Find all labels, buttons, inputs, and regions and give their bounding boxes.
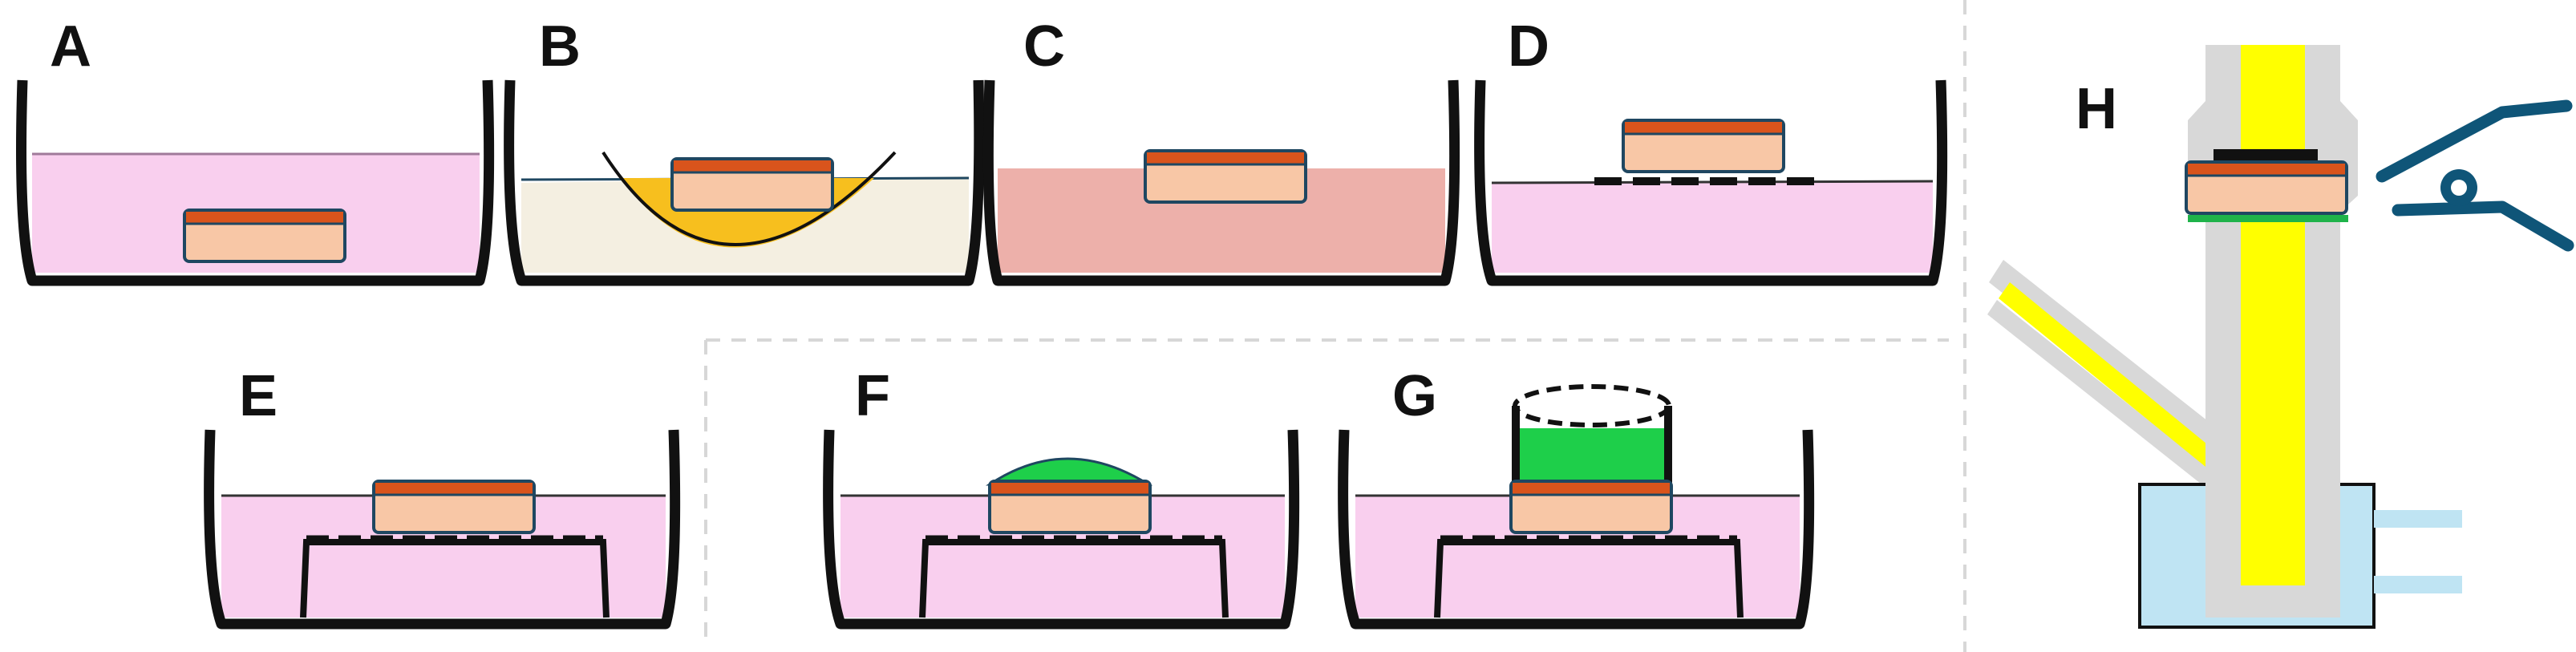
panel-label-c: C [1023,14,1065,79]
brain-slice [670,157,834,212]
panel-label-h: H [2076,77,2117,141]
clamp-icon [2376,99,2574,252]
culture-dish [504,79,985,286]
brain-slice [2185,160,2348,215]
panel-label-d: D [1508,14,1549,79]
culture-dish [982,79,1460,286]
panel-label-g: G [1392,364,1437,428]
culture-dish [16,79,495,286]
panel-d: D [1474,14,1948,286]
brain-slice [183,209,346,263]
panel-h: H [1987,45,2574,629]
medium [1355,496,1800,618]
outlet-port [2374,510,2462,528]
agarose-outline [601,151,897,246]
weight [2213,149,2318,160]
panel-c: C [982,14,1460,286]
cylinder-top [1513,384,1671,427]
culture-dish [1338,429,1815,630]
panel-label-b: B [539,14,581,79]
panel-label-e: E [239,364,277,428]
culture-dish [1474,79,1948,286]
panel-f: F [823,364,1300,630]
culture-dish [204,429,681,630]
medium [1492,181,1933,273]
light-path [1999,282,2242,488]
brain-slice [1622,119,1785,173]
panel-label-a: A [50,14,91,79]
green-drop [986,457,1153,486]
panel-b: B [504,14,985,286]
brain-slice [1509,480,1673,534]
medium [840,496,1285,618]
panel-label-f: F [855,364,890,428]
panel-a: A [16,14,495,286]
brain-slice [1144,149,1307,204]
brain-slice [988,480,1152,534]
panel-e: E [204,364,681,630]
outlet-port [2374,576,2462,593]
light-path [2241,45,2305,585]
inlet-tube [1989,260,2254,480]
culture-dish [823,429,1300,630]
panel-g: G [1338,364,1815,630]
seal-ring [2188,215,2348,222]
inlet-tube [1987,300,2238,505]
green-fill [1519,428,1667,484]
medium [221,496,666,618]
brain-slice [372,480,536,534]
